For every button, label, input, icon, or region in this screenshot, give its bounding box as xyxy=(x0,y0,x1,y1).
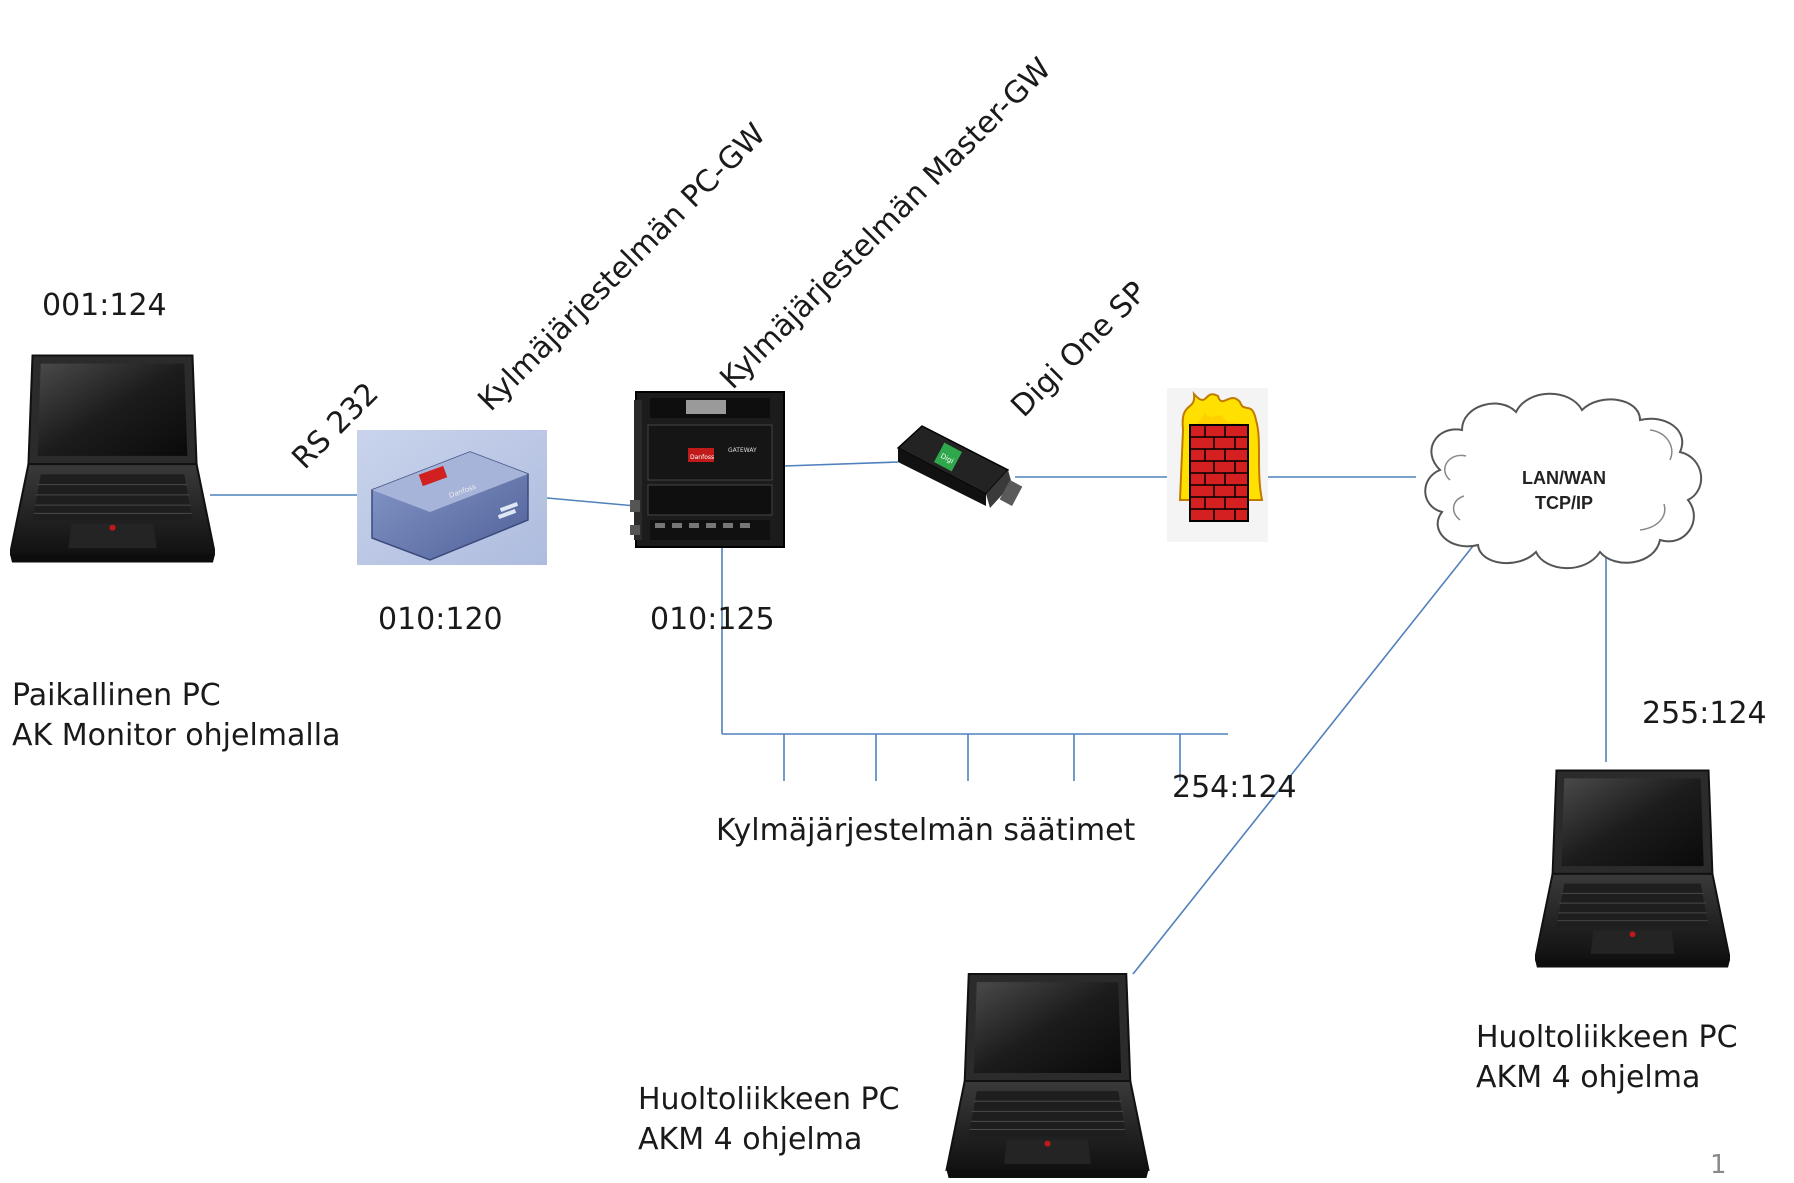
cloud-icon: LAN/WAN TCP/IP xyxy=(1424,392,1703,570)
service-pc-center-name: Huoltoliikkeen PC xyxy=(638,1082,900,1117)
digi-one-sp-icon: Digi xyxy=(896,425,1023,508)
firewall-icon xyxy=(1167,388,1268,542)
link-master-digi xyxy=(783,461,899,467)
cloud-label-line1: LAN/WAN xyxy=(1522,468,1606,488)
service-pc-right-address: 255:124 xyxy=(1642,696,1767,731)
cloud-label-line2: TCP/IP xyxy=(1535,493,1593,513)
page-number: 1 xyxy=(1710,1150,1727,1180)
master-gateway-icon: Danfoss GATEWAY xyxy=(630,391,785,548)
master-gateway-model: GATEWAY xyxy=(728,447,757,454)
service-pc-center-address-visible: 254:124 xyxy=(1172,770,1297,805)
local-pc-software: AK Monitor ohjelmalla xyxy=(12,718,341,753)
pc-gateway-icon: Danfoss xyxy=(357,430,547,565)
master-gateway-address: 010:125 xyxy=(650,602,775,637)
connector-lines xyxy=(210,461,1607,975)
pc-gateway-address: 010:120 xyxy=(378,602,503,637)
service-pc-right-name: Huoltoliikkeen PC xyxy=(1476,1020,1738,1055)
service-pc-right-software: AKM 4 ohjelma xyxy=(1476,1060,1701,1095)
service-pc-right-laptop-icon xyxy=(1535,769,1730,969)
master-gateway-brand: Danfoss xyxy=(690,454,714,461)
link-cloud-service-center xyxy=(1132,545,1474,975)
local-pc-name: Paikallinen PC xyxy=(12,678,221,713)
link-pcgw-master xyxy=(546,497,637,507)
controllers-label: Kylmäjärjestelmän säätimet xyxy=(716,813,1136,848)
service-pc-center-laptop-icon xyxy=(945,973,1150,1179)
service-pc-center-software: AKM 4 ohjelma xyxy=(638,1122,863,1157)
local-pc-address: 001:124 xyxy=(42,288,167,323)
local-pc-laptop-icon xyxy=(10,354,215,564)
